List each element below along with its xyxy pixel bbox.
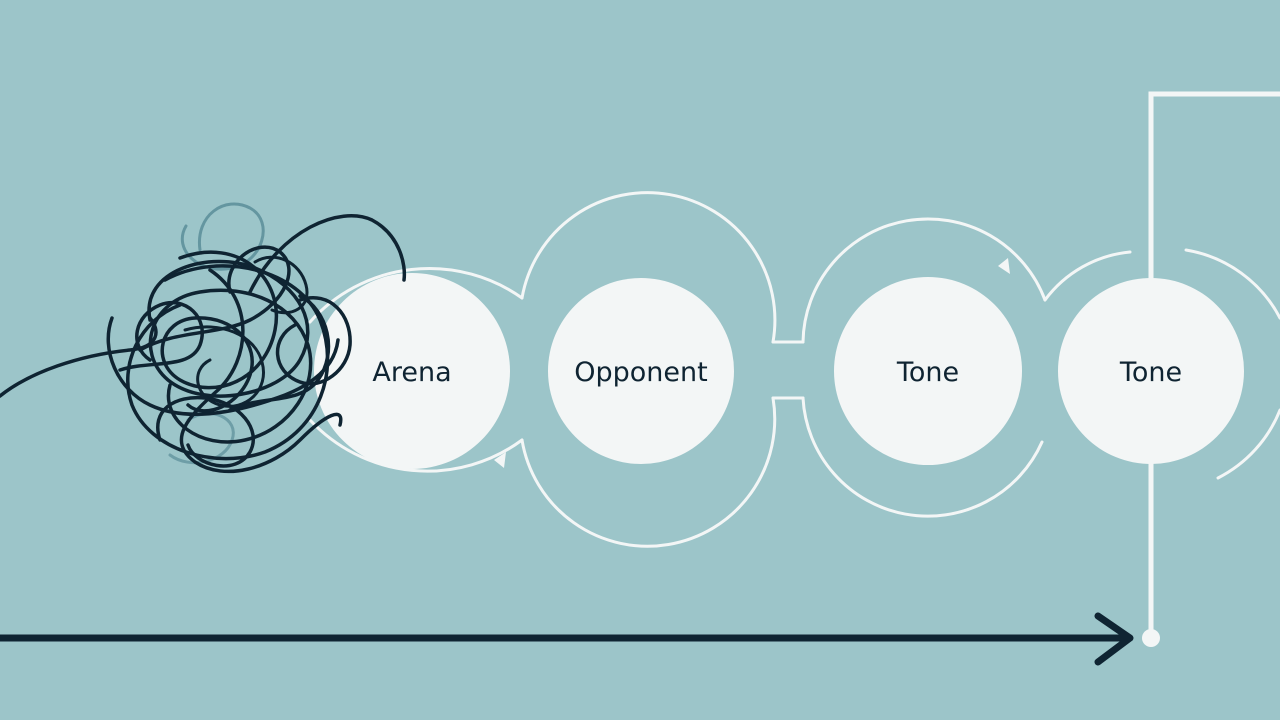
node-arena: Arena bbox=[314, 273, 510, 469]
node-circle bbox=[834, 277, 1022, 465]
flow-marker-icon bbox=[494, 452, 506, 468]
node-tone-final: Tone bbox=[1058, 278, 1244, 464]
timeline-endpoint bbox=[1142, 629, 1160, 647]
node-circle bbox=[548, 278, 734, 464]
node-circle bbox=[314, 273, 510, 469]
exit-connector bbox=[1148, 91, 1280, 637]
node-label: Tone bbox=[896, 357, 959, 388]
node-label: Arena bbox=[372, 357, 451, 388]
node-label: Opponent bbox=[574, 357, 707, 388]
node-circle bbox=[1058, 278, 1244, 464]
arrow-right-icon bbox=[0, 612, 1134, 666]
flow-marker-icon bbox=[998, 258, 1010, 274]
node-opponent: Opponent bbox=[548, 278, 734, 464]
node-outline-track bbox=[308, 191, 1280, 548]
node-label: Tone bbox=[1119, 357, 1182, 388]
scribble-knot-icon bbox=[0, 202, 407, 474]
node-tone: Tone bbox=[834, 277, 1022, 465]
